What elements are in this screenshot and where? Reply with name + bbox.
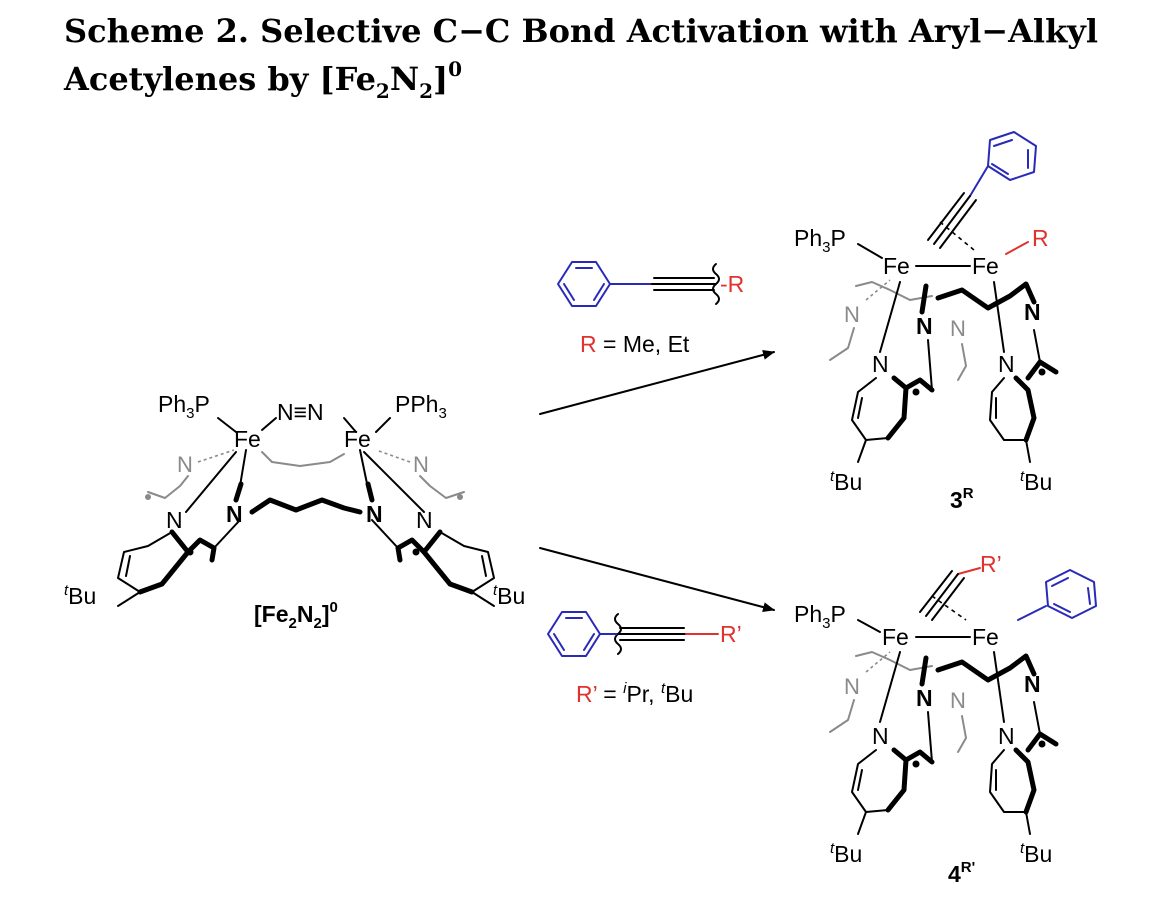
product4-n-amido-right: N [1024,671,1041,697]
product3-n-gray-right: N [950,316,966,341]
reactant-dinitrogen: N≡N [277,399,324,425]
reaction-arrow-top [539,349,775,415]
reactant-tbu-right: tBu [493,582,525,609]
product3-ph3p: Ph3P [794,225,846,256]
reactant-fe2n2: Ph3P PPh3 N≡N Fe Fe N N N N N N [64,391,525,632]
reactant-n-pyridine-left: N [166,507,183,533]
reagent-aryl-alkyl-acetylene-top: -R R = Me, Et [557,261,744,357]
title-line-1: Scheme 2. Selective C−C Bond Activation … [64,12,1098,50]
reactant-compound-label: [Fe2N2]0 [254,599,338,632]
reactant-n-gray-left: N [177,452,193,477]
product3-n-gray-left: N [844,302,860,327]
reactant-ph3p-label: Ph3P [158,391,210,422]
reactant-n-gray-right: N [413,452,429,477]
product3-label: 3R [950,485,974,513]
product3-n-pyridine-left: N [872,351,889,377]
product3-fe-left: Fe [883,253,910,279]
product4-n-pyridine-right: N [998,723,1015,749]
product4-n-gray-left: N [844,674,860,699]
condition-bottom: R’ = iPr, tBu [576,680,693,707]
reagent-top-r: -R [720,271,744,297]
product3-n-amido-left: N [916,313,933,339]
product-4r: R’ Ph3P Fe Fe N N N N N N [794,551,1097,887]
reagent-bottom-r: R’ [720,621,742,647]
reaction-arrow-bottom [539,547,775,613]
product4-n-pyridine-left: N [872,723,889,749]
product4-fe-right: Fe [972,624,999,650]
product-3r: Ph3P Fe Fe R N N N N N N [794,131,1059,513]
product4-n-gray-right: N [950,688,966,713]
product3-tbu-right: tBu [1020,468,1052,495]
product4-tbu-left: tBu [830,840,862,867]
reactant-n-pyridine-right: N [416,507,433,533]
reagent-aryl-alkyl-acetylene-bottom: R’ R’ = iPr, tBu [547,611,742,707]
reactant-n-amido-right: N [366,501,383,527]
reactant-n-amido-left: N [226,501,243,527]
reactant-pph3-label: PPh3 [395,391,447,422]
product3-r: R [1032,225,1049,251]
product3-tbu-left: tBu [830,468,862,495]
product4-label: 4R' [948,859,975,887]
reactant-fe-left: Fe [234,426,261,452]
product4-tbu-right: tBu [1020,840,1052,867]
product4-n-amido-left: N [916,685,933,711]
product3-n-pyridine-right: N [998,351,1015,377]
product4-ph3p: Ph3P [794,601,846,632]
product4-fe-left: Fe [882,624,909,650]
reactant-fe-right: Fe [344,426,371,452]
product3-n-amido-right: N [1024,299,1041,325]
product3-fe-right: Fe [972,253,999,279]
scheme-title: Scheme 2. Selective C−C Bond Activation … [63,12,1098,103]
title-line-2: Acetylenes by [Fe2N2]0 [63,57,462,103]
reactant-tbu-left: tBu [64,582,96,609]
product4-r: R’ [980,551,1002,577]
condition-top: R = Me, Et [580,331,690,357]
